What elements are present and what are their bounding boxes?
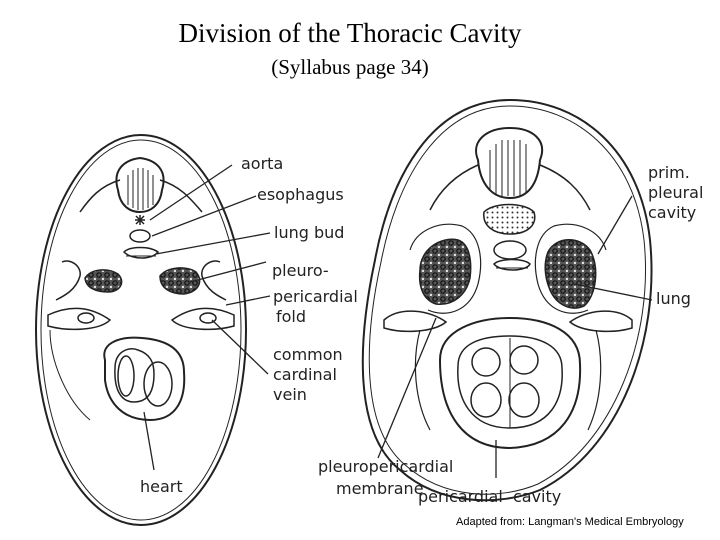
left-lung-bud (122, 246, 160, 259)
right-pericardial-sac (438, 316, 582, 450)
label-common-cardinal-vein-1: common (273, 345, 343, 364)
left-lung-bud-right (159, 267, 201, 295)
right-leader-lines (377, 195, 653, 478)
right-vertebra (429, 126, 591, 211)
label-lung: lung (656, 289, 691, 308)
label-prim-pleural-cavity-1: prim. (648, 163, 690, 182)
label-prim-pleural-cavity-3: cavity (648, 203, 696, 222)
label-prim-pleural-cavity-2: pleural (648, 183, 703, 202)
label-common-cardinal-vein-3: vein (273, 385, 307, 404)
source-credit: Adapted from: Langman's Medical Embryolo… (456, 516, 684, 528)
label-pleuropericardial-fold-1: pleuro- (272, 261, 329, 280)
right-aorta (483, 203, 536, 235)
right-esophagus (493, 240, 527, 260)
label-pericardial-cavity: pericardial cavity (418, 487, 561, 506)
label-heart: heart (140, 477, 183, 496)
diagram-labels: aorta esophagus lung bud pleuro- pericar… (140, 154, 703, 506)
right-lung-left (418, 238, 472, 305)
left-section (35, 134, 247, 526)
left-body-wall (35, 134, 247, 526)
label-pleuropericardial-fold-2: pericardial (273, 287, 358, 306)
left-cardinal-vein-r (199, 312, 217, 324)
left-leader-lines (143, 164, 271, 471)
left-cardinal-vein-l (77, 312, 95, 324)
label-common-cardinal-vein-2: cardinal (273, 365, 337, 384)
left-esophagus (129, 229, 151, 243)
label-aorta: aorta (241, 154, 283, 173)
right-section (361, 98, 653, 502)
left-vertebra (79, 156, 203, 214)
left-heart (103, 336, 186, 422)
label-pleuropericardial-membrane-2: membrane (336, 479, 424, 498)
left-lung-bud-left (84, 269, 123, 293)
right-heart (457, 335, 563, 429)
page-title: Division of the Thoracic Cavity (178, 18, 522, 48)
label-pleuropericardial-membrane-1: pleuropericardial (318, 457, 453, 476)
left-aorta (135, 215, 145, 225)
label-lung-bud: lung bud (274, 223, 344, 242)
label-esophagus: esophagus (257, 185, 344, 204)
page-subtitle: (Syllabus page 34) (271, 55, 429, 79)
right-lung-right (544, 239, 597, 309)
right-body-wall (361, 98, 653, 502)
label-pleuropericardial-fold-3: fold (276, 307, 306, 326)
